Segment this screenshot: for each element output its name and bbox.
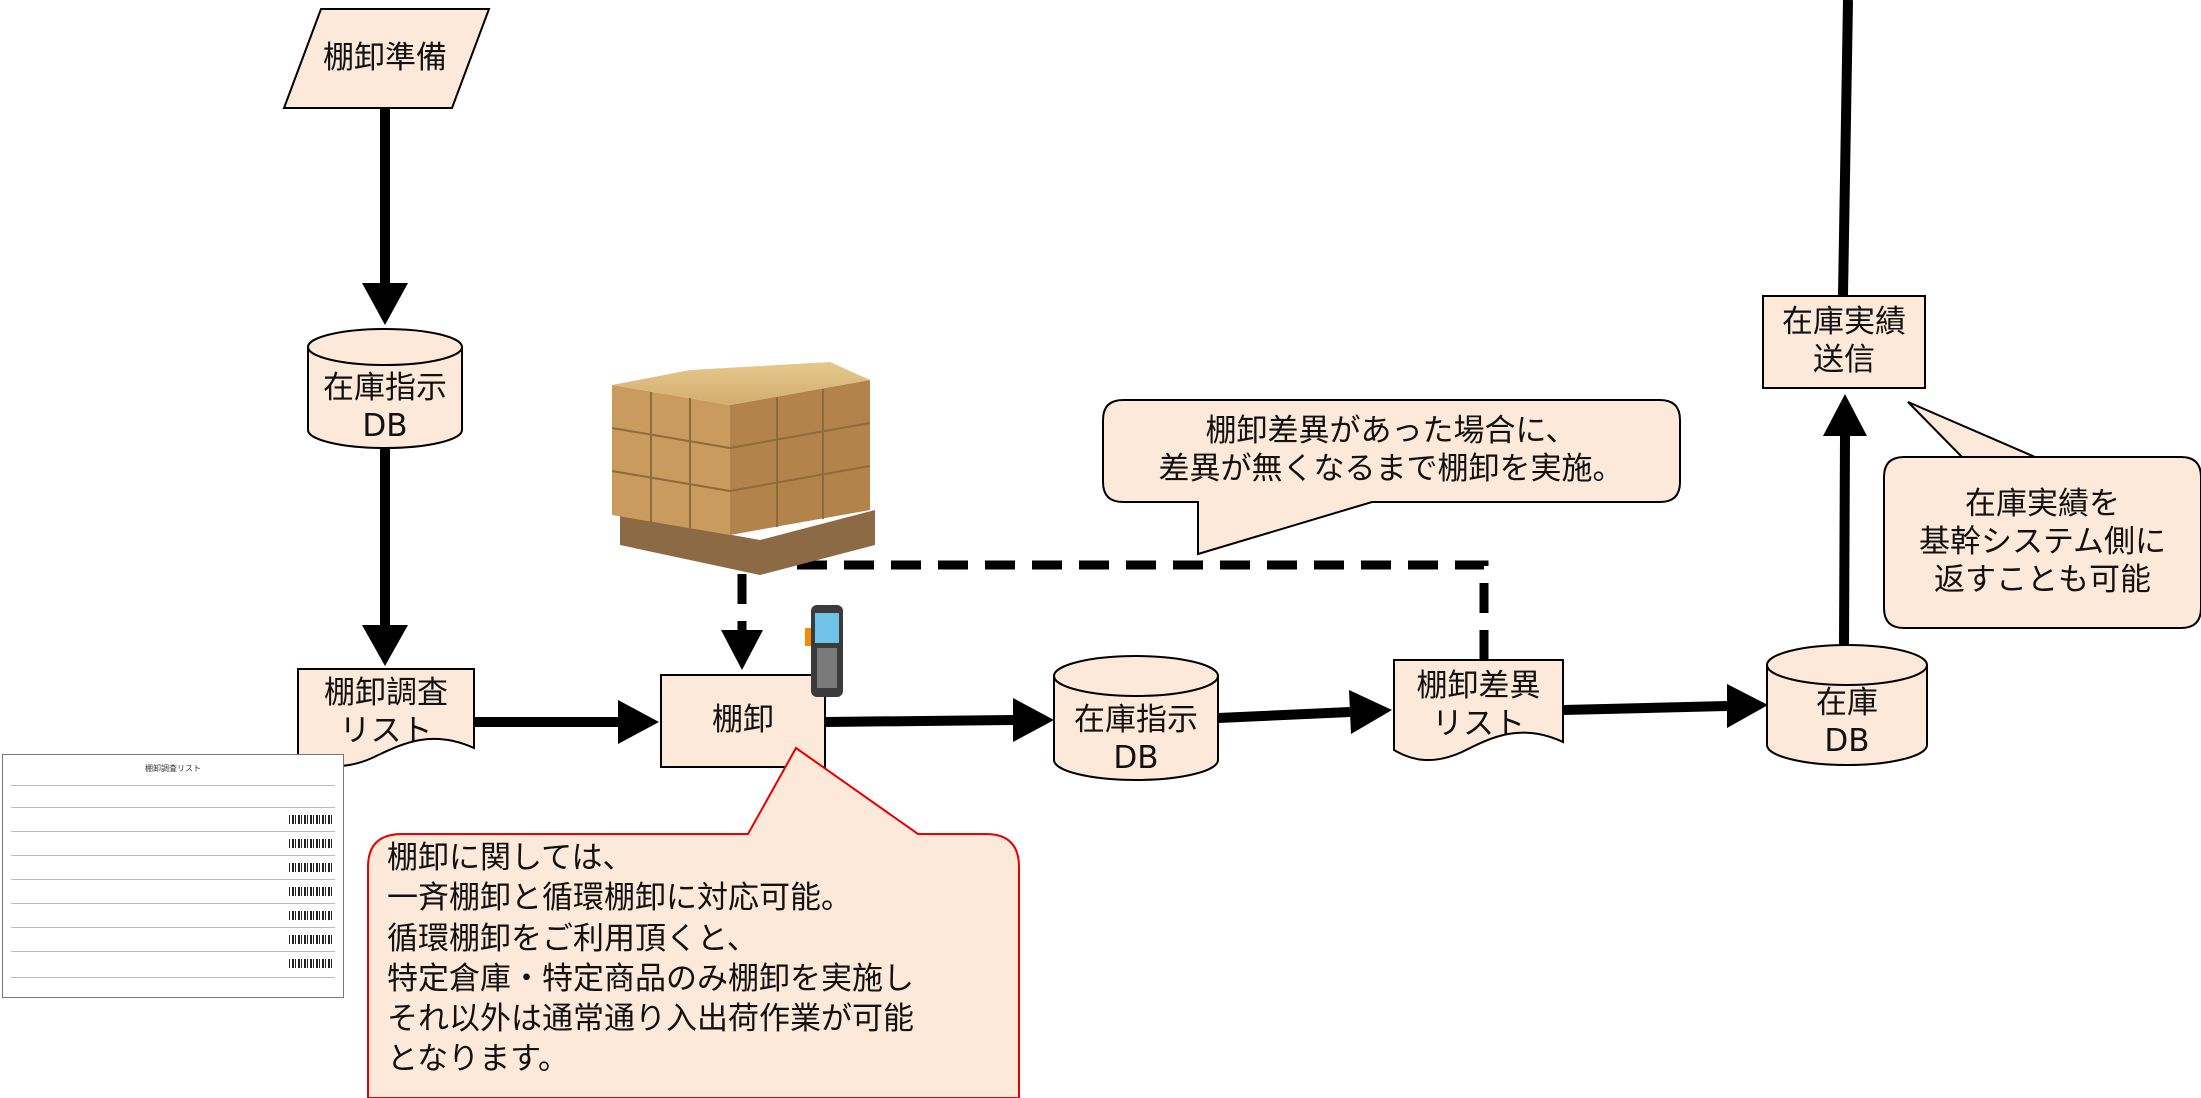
- arrowhead-survey: [362, 625, 408, 666]
- thumbnail-barcode: [289, 815, 333, 824]
- boxes-pallet-image: [611, 362, 875, 575]
- survey-list-thumbnail: 棚卸調査リスト: [2, 754, 344, 998]
- arrowhead-stockdb: [1727, 684, 1768, 728]
- thumbnail-rule: [11, 879, 335, 880]
- node-difflist-shape: [1393, 659, 1564, 762]
- arrow-send-to-top: [1838, 0, 1853, 296]
- arrowhead-feedback: [721, 630, 763, 670]
- thumbnail-barcode: [289, 863, 333, 872]
- arrowhead-db2: [1013, 698, 1054, 742]
- thumbnail-rule: [11, 977, 335, 978]
- dashed-feedback-loop: [737, 560, 1489, 660]
- arrow-difflist-to-stockdb: [1562, 701, 1728, 715]
- node-prep-shape: [282, 8, 491, 109]
- thumbnail-barcode: [289, 911, 333, 920]
- arrowhead-difflist: [1349, 690, 1392, 734]
- node-survey-shape: [297, 668, 475, 767]
- handheld-scanner-image: [805, 605, 843, 697]
- callout-inventory-bubble: [367, 746, 1020, 1098]
- connectors: [362, 0, 1867, 744]
- callout-return-bubble: [1883, 401, 2201, 629]
- thumbnail-rule: [11, 831, 335, 832]
- node-db1-shape: [307, 328, 463, 449]
- node-stockdb-shape: [1766, 644, 1928, 766]
- thumbnail-rule: [11, 951, 335, 952]
- thumbnail-barcode: [289, 959, 333, 968]
- thumbnail-title: 棚卸調査リスト: [145, 764, 201, 773]
- thumbnail-barcode: [289, 935, 333, 944]
- thumbnail-rule: [11, 855, 335, 856]
- thumbnail-rule: [11, 927, 335, 928]
- thumbnail-barcode: [289, 839, 333, 848]
- thumbnail-rule: [11, 785, 335, 786]
- arrowhead-send: [1823, 394, 1867, 436]
- arrowhead-db1: [362, 283, 408, 325]
- thumbnail-rule: [11, 903, 335, 904]
- arrowhead-inventory: [618, 700, 659, 744]
- node-db2-shape: [1053, 655, 1219, 781]
- thumbnail-barcode: [289, 887, 333, 896]
- node-send-shape: [1762, 295, 1926, 389]
- callout-diff-bubble: [1102, 399, 1681, 556]
- thumbnail-rule: [11, 807, 335, 808]
- arrow-inventory-to-db2: [824, 715, 1014, 727]
- arrow-db2-to-difflist: [1217, 707, 1351, 723]
- arrow-stockdb-to-send: [1839, 435, 1850, 646]
